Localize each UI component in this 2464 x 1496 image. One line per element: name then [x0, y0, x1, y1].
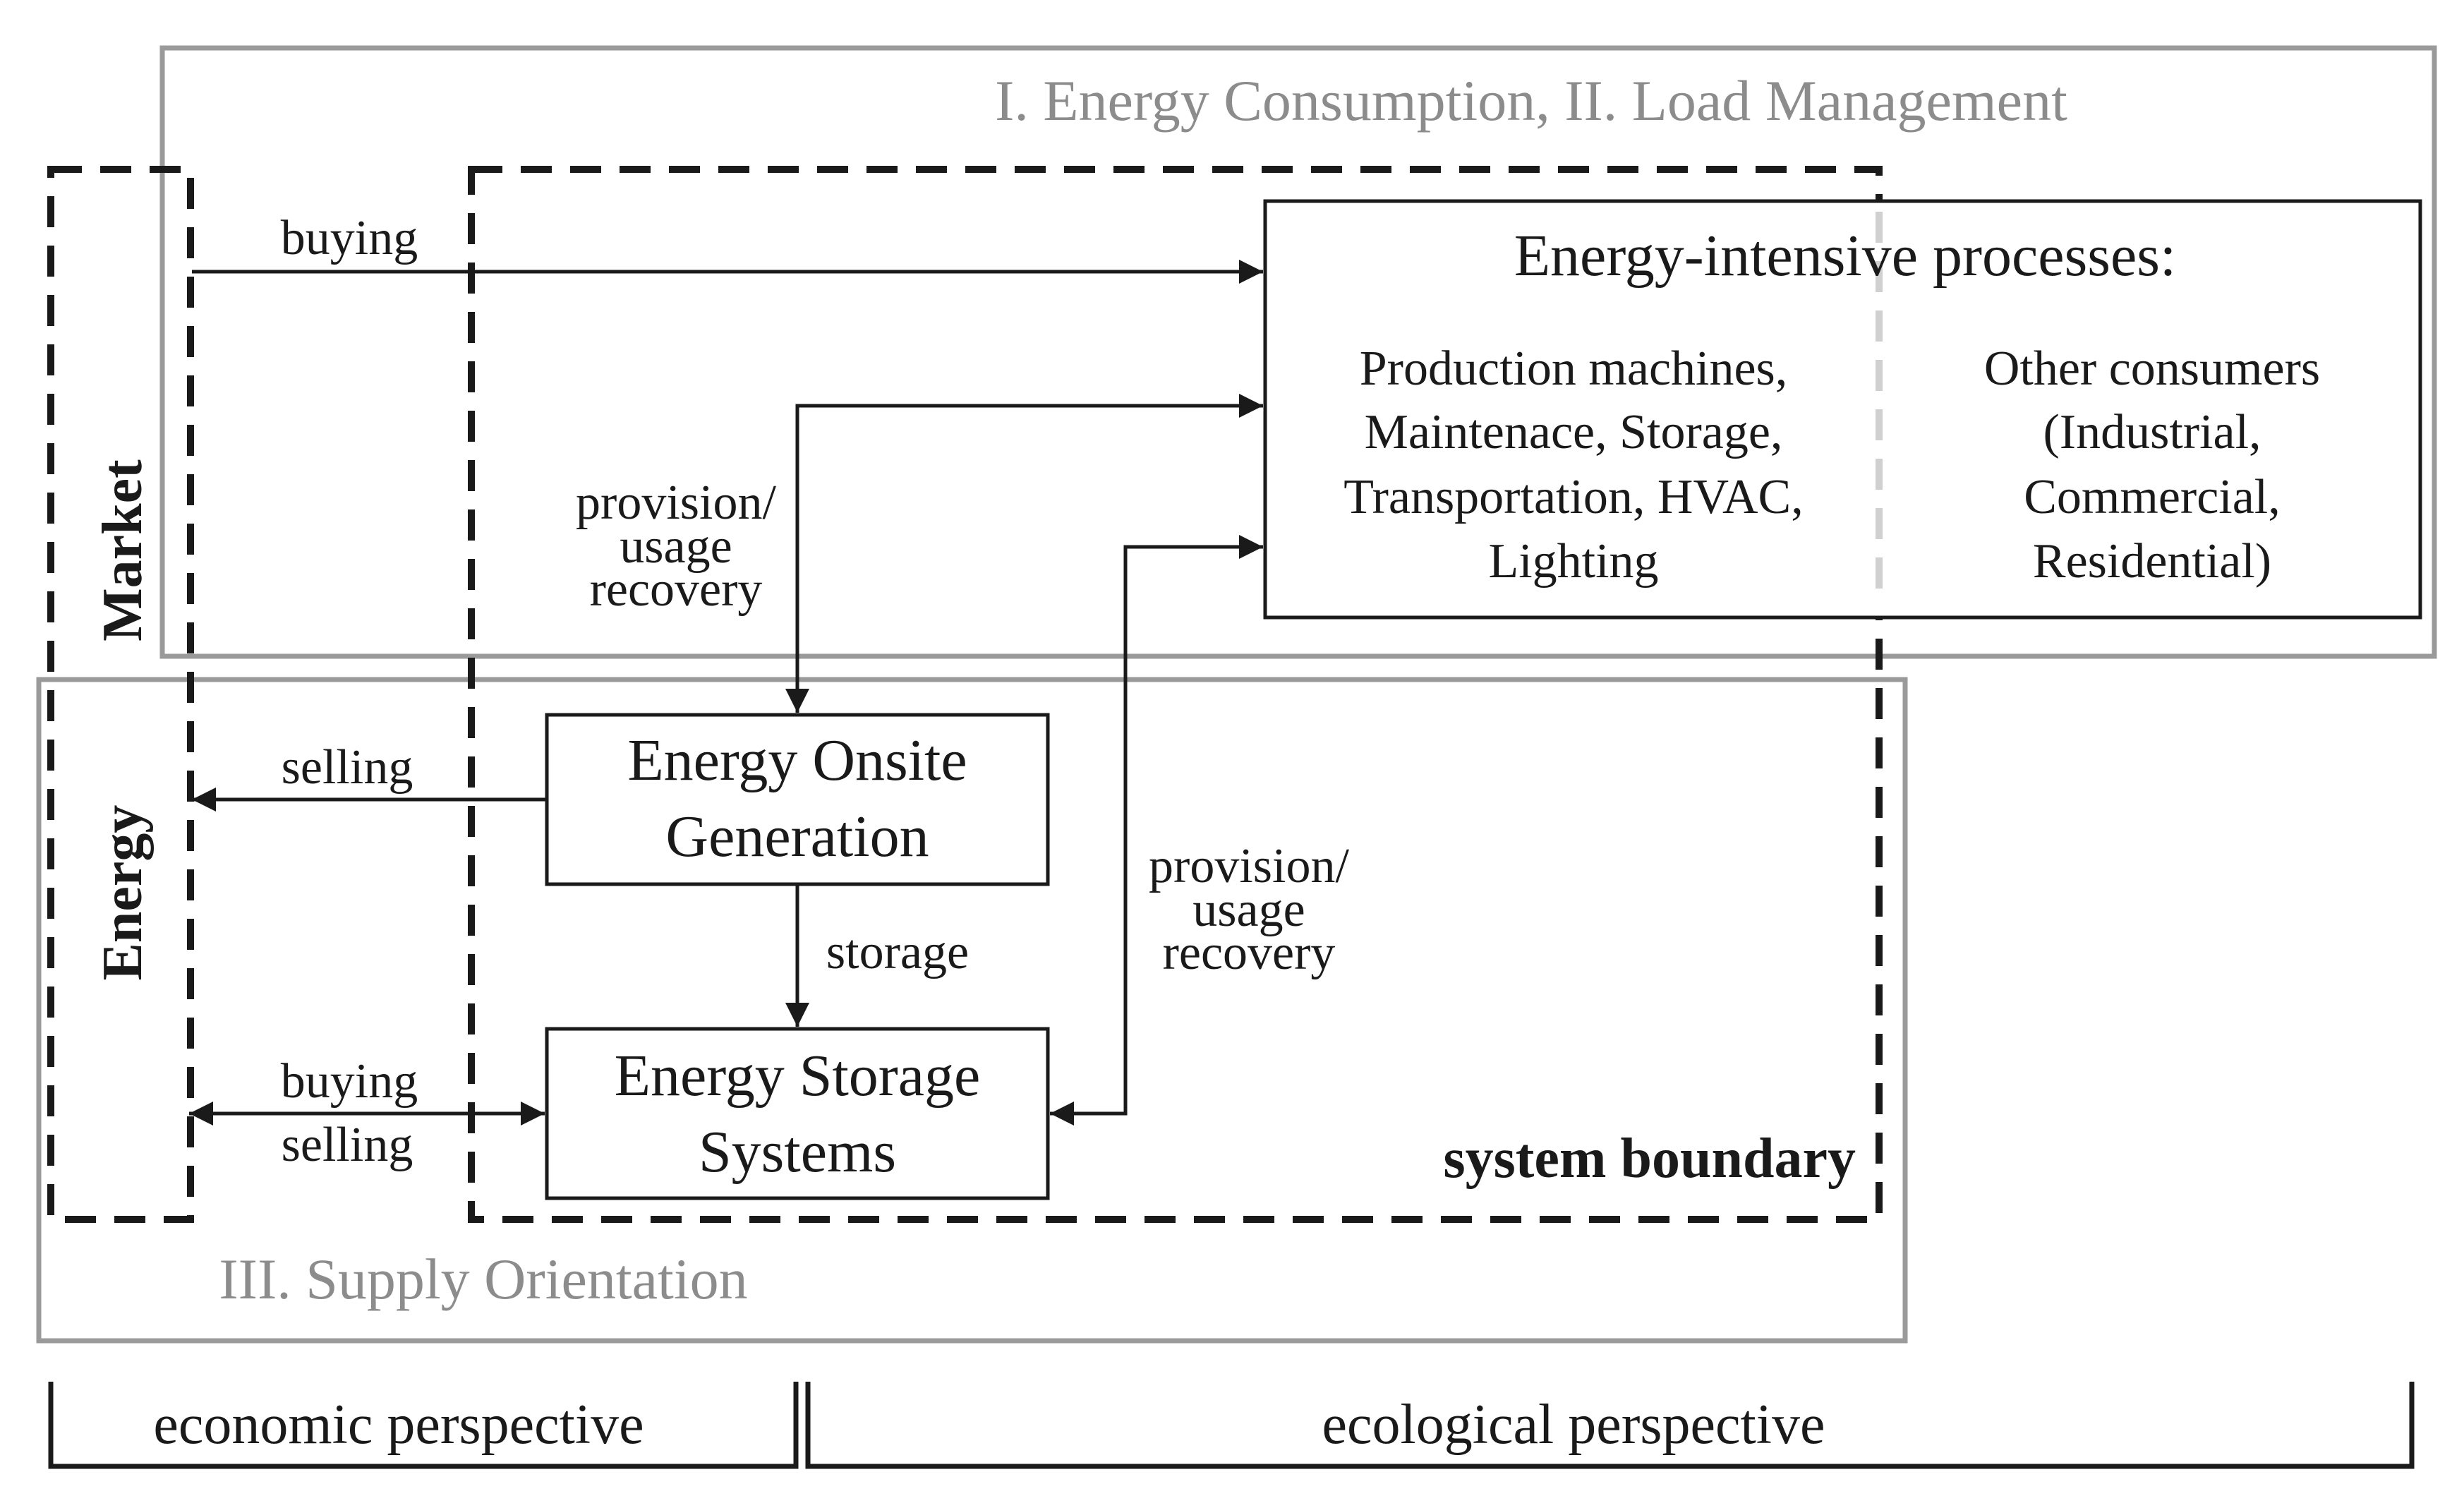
- selling-bottom-label: selling: [282, 1118, 413, 1172]
- processes-left-line3: Transportation, HVAC,: [1343, 470, 1803, 524]
- provision-left-arrow: [785, 394, 1263, 713]
- processes-right-line4: Residential): [2033, 534, 2271, 589]
- processes-left-line2: Maintenace, Storage,: [1365, 405, 1783, 459]
- processes-right-line2: (Industrial,: [2043, 405, 2261, 459]
- provision-right-line2: usage: [1192, 883, 1305, 937]
- system-boundary-frame: [468, 166, 1883, 1223]
- selling-mid-label: selling: [282, 740, 413, 795]
- economic-perspective-bracket: [48, 1382, 799, 1469]
- provision-right-line1: provision/: [1149, 839, 1349, 893]
- energy-onsite-generation-box: [545, 713, 1050, 886]
- generation-line1: Energy Onsite: [627, 728, 967, 793]
- storage-system-line2: Systems: [699, 1119, 896, 1185]
- ecological-perspective-bracket: [805, 1382, 2415, 1469]
- provision-left-line3: recovery: [590, 562, 763, 617]
- ecological-perspective-label: ecological perspective: [1322, 1394, 1825, 1456]
- market-label-line2: Market: [92, 459, 154, 641]
- processes-title: Energy-intensive processes:: [1514, 223, 2177, 289]
- consumption-region-frame: [159, 45, 2437, 659]
- energy-intensive-processes-box: [1263, 199, 2422, 620]
- storage-flow-label: storage: [826, 925, 969, 979]
- provision-right-arrow: [1050, 535, 1263, 1126]
- processes-right-line3: Commercial,: [2024, 470, 2281, 524]
- energy-market-frame: [47, 166, 194, 1223]
- energy-storage-systems-box: [545, 1027, 1050, 1200]
- economic-perspective-label: economic perspective: [153, 1394, 644, 1456]
- market-label-line1: Energy: [92, 805, 154, 981]
- storage-system-line1: Energy Storage: [615, 1043, 981, 1109]
- generation-line2: Generation: [665, 804, 929, 869]
- consumption-region-title: I. Energy Consumption, II. Load Manageme…: [995, 68, 2067, 133]
- processes-left-line1: Production machines,: [1360, 342, 1788, 396]
- energy-market-label: Energy Market: [92, 459, 154, 981]
- provision-left-line2: usage: [620, 519, 732, 574]
- buying-top-label: buying: [281, 211, 418, 265]
- provision-left-line1: provision/: [576, 476, 776, 530]
- processes-right-line1: Other consumers: [1984, 342, 2320, 396]
- processes-left-line4: Lighting: [1488, 534, 1658, 589]
- supply-region-title: III. Supply Orientation: [219, 1247, 747, 1311]
- buying-bottom-label: buying: [281, 1054, 418, 1109]
- provision-right-line3: recovery: [1163, 926, 1336, 980]
- system-boundary-label: system boundary: [1443, 1128, 1856, 1190]
